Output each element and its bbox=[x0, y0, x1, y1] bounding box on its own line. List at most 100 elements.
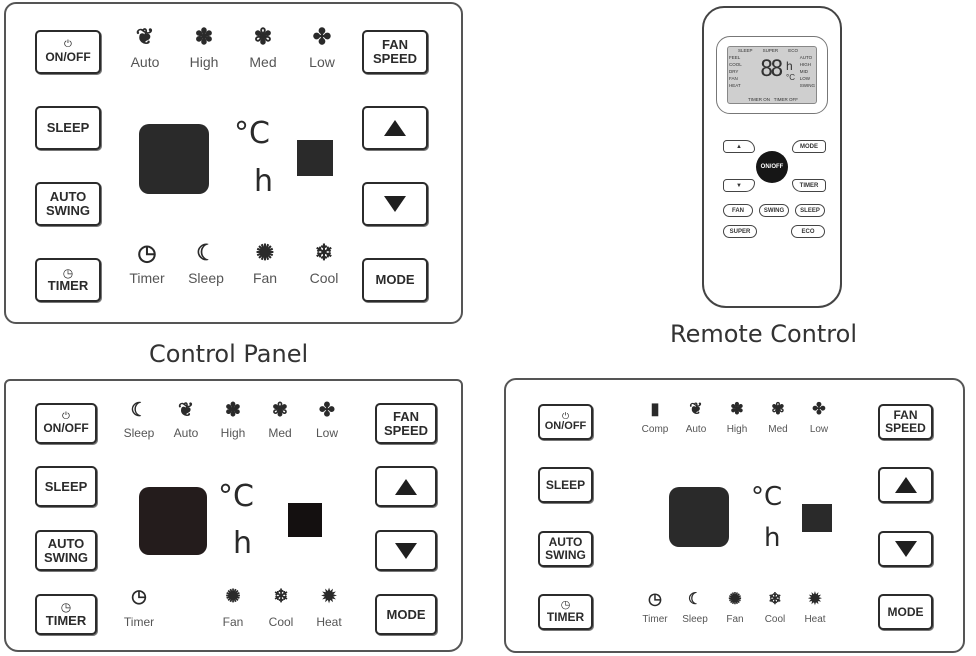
temp-down-button[interactable] bbox=[878, 531, 933, 567]
indicator-fan: ✺Fan bbox=[208, 587, 258, 629]
indicator-label: Cool bbox=[764, 614, 786, 625]
lcd-unit-h: h bbox=[786, 59, 793, 73]
remote-sleep-button[interactable]: SLEEP bbox=[795, 204, 825, 217]
fan-low-icon: ✤ bbox=[812, 401, 826, 418]
timer-button[interactable]: ◷ TIMER bbox=[35, 258, 101, 302]
fan-med-icon: ✾ bbox=[253, 24, 273, 49]
timer-button[interactable]: ◷ TIMER bbox=[538, 594, 593, 630]
indicator-low: ✤Low bbox=[302, 401, 352, 440]
cool-snowflake-icon: ❄ bbox=[314, 240, 334, 265]
mode-button[interactable]: MODE bbox=[878, 594, 933, 630]
indicator-cool: ❄ Cool bbox=[750, 591, 800, 626]
indicator-fan: ✺Fan bbox=[710, 592, 760, 626]
fan-low-icon: ✤ bbox=[312, 24, 332, 49]
indicator-label: Fan bbox=[252, 270, 278, 286]
temp-up-button[interactable] bbox=[878, 467, 933, 503]
fan-speed-button[interactable]: FAN SPEED bbox=[375, 403, 437, 444]
power-icon: ⏻ bbox=[64, 39, 72, 51]
indicator-label: Auto bbox=[130, 54, 160, 70]
lcd-bezel: SLEEP SUPER ECO FEEL COOL DRY FAN HEAT A… bbox=[716, 36, 828, 114]
indicator-label: Fan bbox=[222, 615, 244, 629]
timer-button[interactable]: ◷ TIMER bbox=[35, 594, 97, 635]
indicator-label: Sleep bbox=[682, 614, 708, 625]
remote-fan-button[interactable]: FAN bbox=[723, 204, 753, 217]
indicator-label: Med bbox=[249, 54, 277, 70]
indicator-label: Timer bbox=[129, 270, 165, 286]
indicator-high: ✽High bbox=[712, 402, 762, 436]
cool-snowflake-icon: ❄ bbox=[768, 591, 782, 608]
sleep-moon-icon: ☾ bbox=[130, 400, 148, 421]
sleep-button[interactable]: SLEEP bbox=[538, 467, 593, 503]
mode-button[interactable]: MODE bbox=[362, 258, 428, 302]
indicator-med: ✾Med bbox=[753, 402, 803, 436]
temp-up-button[interactable] bbox=[375, 466, 437, 507]
temp-down-button[interactable] bbox=[375, 530, 437, 571]
indicator-label: Heat bbox=[804, 614, 826, 625]
arrow-down-icon bbox=[395, 542, 417, 559]
on-off-button[interactable]: ⏻ ON/OFF bbox=[35, 403, 97, 444]
status-display bbox=[288, 503, 322, 537]
arrow-up-icon: ▲ bbox=[736, 143, 742, 150]
arrow-down-icon bbox=[384, 196, 406, 212]
power-icon: ⏻ bbox=[62, 410, 70, 422]
timer-icon: ◷ bbox=[137, 240, 157, 265]
timer-icon: ◷ bbox=[131, 586, 147, 606]
hours-unit: h bbox=[764, 523, 781, 553]
indicator-label: High bbox=[220, 426, 246, 440]
timer-icon: ◷ bbox=[648, 591, 662, 608]
indicator-comp: ▮Comp bbox=[630, 402, 680, 436]
auto-swing-button[interactable]: AUTO SWING bbox=[35, 530, 97, 571]
indicator-label: Timer bbox=[642, 614, 668, 625]
control-panel-caption: Control Panel bbox=[149, 340, 309, 368]
auto-swing-button[interactable]: AUTO SWING bbox=[35, 182, 101, 226]
fan-auto-icon: ❦ bbox=[135, 24, 155, 49]
indicator-cool: ❄Cool bbox=[256, 587, 306, 629]
indicator-label: Heat bbox=[316, 615, 342, 629]
indicator-sleep: ☾Sleep bbox=[181, 242, 231, 287]
sleep-button[interactable]: SLEEP bbox=[35, 106, 101, 150]
temperature-display bbox=[669, 487, 729, 547]
on-off-button[interactable]: ⏻ ON/OFF bbox=[538, 404, 593, 440]
indicator-heat: ✹ Heat bbox=[304, 587, 354, 629]
indicator-sleep: ☾Sleep bbox=[670, 592, 720, 626]
arrow-down-icon bbox=[894, 541, 917, 557]
indicator-sleep: ☾Sleep bbox=[114, 401, 164, 440]
arrow-down-icon: ▼ bbox=[736, 182, 742, 189]
remote-eco-button[interactable]: ECO bbox=[791, 225, 825, 238]
heat-sun-icon: ✹ bbox=[808, 591, 822, 608]
indicator-auto: ❦Auto bbox=[671, 401, 721, 436]
indicator-label: Cool bbox=[309, 270, 339, 286]
remote-down-button[interactable]: ▼ bbox=[723, 179, 755, 192]
clock-icon: ◷ bbox=[60, 600, 72, 615]
fan-speed-button[interactable]: FAN SPEED bbox=[362, 30, 428, 74]
indicator-high: ✽High bbox=[208, 401, 258, 440]
remote-swing-button[interactable]: SWING bbox=[759, 204, 789, 217]
remote-mode-button[interactable]: MODE bbox=[792, 140, 826, 153]
remote-up-button[interactable]: ▲ bbox=[723, 140, 755, 153]
remote-control-caption: Remote Control bbox=[670, 320, 857, 348]
heat-sun-icon: ✹ bbox=[321, 586, 337, 606]
lcd-top-labels: SLEEP SUPER ECO bbox=[738, 48, 798, 53]
remote-timer-button[interactable]: TIMER bbox=[792, 179, 826, 192]
sleep-button[interactable]: SLEEP bbox=[35, 466, 97, 507]
hours-unit: h bbox=[233, 526, 253, 561]
indicator-heat: ✹ Heat bbox=[790, 591, 840, 626]
control-panel-3: ⏻ ON/OFF SLEEP AUTO SWING ◷ TIMER FAN SP… bbox=[504, 378, 965, 653]
fan-speed-button[interactable]: FAN SPEED bbox=[878, 404, 933, 440]
temp-down-button[interactable] bbox=[362, 182, 428, 226]
auto-swing-button[interactable]: AUTO SWING bbox=[538, 531, 593, 567]
indicator-cool: ❄ Cool bbox=[299, 240, 349, 287]
fan-auto-icon: ❦ bbox=[689, 401, 703, 418]
clock-icon: ◷ bbox=[62, 265, 74, 280]
indicator-low: ✤Low bbox=[297, 24, 347, 71]
arrow-up-icon bbox=[384, 120, 406, 136]
fan-low-icon: ✤ bbox=[319, 400, 335, 421]
temp-up-button[interactable] bbox=[362, 106, 428, 150]
status-display bbox=[802, 504, 832, 532]
remote-super-button[interactable]: SUPER bbox=[723, 225, 757, 238]
remote-on-off-button[interactable]: ON/OFF bbox=[756, 151, 788, 183]
indicator-label: Fan bbox=[726, 614, 744, 625]
on-off-button[interactable]: ⏻ ON/OFF bbox=[35, 30, 101, 74]
fan-mode-icon: ✺ bbox=[255, 240, 275, 265]
mode-button[interactable]: MODE bbox=[375, 594, 437, 635]
